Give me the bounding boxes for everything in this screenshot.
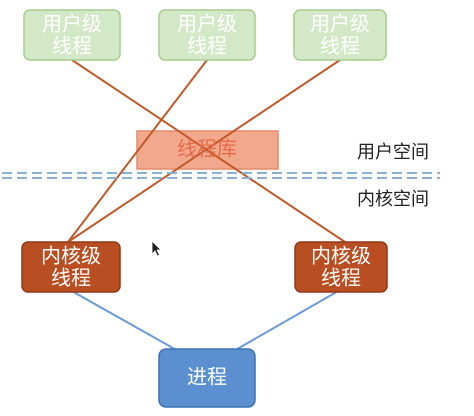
mouse-pointer-icon bbox=[151, 240, 162, 257]
user-thread-label-line1: 用户级 bbox=[42, 12, 102, 36]
kernel-thread-label-line2: 线程 bbox=[51, 266, 91, 290]
mapping-line-user2-to-kernel1 bbox=[67, 59, 208, 243]
mapping-line-user3-to-kernel1 bbox=[67, 59, 341, 243]
user-thread-node: 用户级 线程 bbox=[158, 9, 256, 61]
user-thread-node: 用户级 线程 bbox=[293, 9, 387, 61]
mapping-line-user1-to-kernel2 bbox=[71, 59, 346, 243]
kernel-space-label: 内核空间 bbox=[357, 189, 429, 210]
kernel-thread-label-line1: 内核级 bbox=[311, 244, 371, 268]
user-thread-label-line1: 用户级 bbox=[177, 12, 237, 36]
kernel-thread-node: 内核级 线程 bbox=[294, 241, 388, 293]
process-node: 进程 bbox=[158, 348, 256, 408]
kernel-thread-label-line1: 内核级 bbox=[41, 244, 101, 268]
kernel-to-process-line-left bbox=[69, 289, 181, 353]
process-label: 进程 bbox=[187, 365, 227, 389]
user-thread-label-line2: 线程 bbox=[52, 34, 92, 58]
user-thread-label-line2: 线程 bbox=[187, 34, 227, 58]
user-thread-label-line2: 线程 bbox=[320, 34, 360, 58]
thread-library-label: 线程库 bbox=[177, 137, 237, 161]
kernel-thread-node: 内核级 线程 bbox=[21, 241, 121, 293]
user-space-label: 用户空间 bbox=[357, 142, 429, 163]
kernel-to-process-line-right bbox=[231, 289, 341, 353]
user-thread-label-line1: 用户级 bbox=[310, 12, 370, 36]
user-thread-node: 用户级 线程 bbox=[23, 9, 121, 61]
kernel-thread-label-line2: 线程 bbox=[321, 266, 361, 290]
